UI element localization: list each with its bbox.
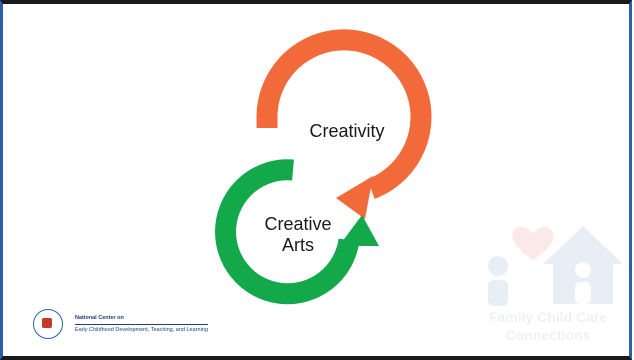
- organization-name: National Center on Early Childhood Devel…: [75, 315, 208, 333]
- cycle-diagram: [215, 29, 432, 305]
- office-of-head-start-seal-icon: [33, 309, 63, 339]
- family-child-care-watermark: Family Child Care Connections: [473, 204, 623, 349]
- watermark-text-line2: Connections: [505, 327, 591, 344]
- creativity-label: Creativity: [309, 121, 385, 141]
- watermark-text-line1: Family Child Care: [488, 309, 608, 325]
- footer-organization-logo: National Center on Early Childhood Devel…: [33, 309, 208, 339]
- creative-arts-arrowhead: [339, 215, 379, 246]
- org-name-line1: National Center on: [75, 315, 124, 321]
- creative-arts-loop-arrow: [215, 159, 360, 305]
- creativity-arrowhead: [336, 176, 373, 219]
- creativity-loop-arrow: [256, 29, 432, 199]
- creative-arts-label: Creative Arts: [264, 214, 332, 255]
- watermark-text: Family Child Care Connections: [473, 308, 623, 344]
- family-house-heart-icon: [488, 226, 623, 306]
- org-name-line2: Early Childhood Development, Teaching, a…: [75, 324, 208, 333]
